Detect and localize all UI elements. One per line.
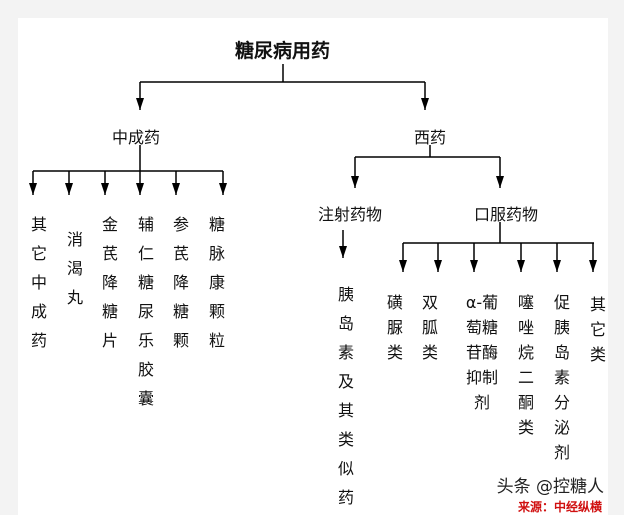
diagram-title: 糖尿病用药 [235, 40, 331, 62]
leaf-chinese: 其它中成药 [30, 215, 47, 350]
node-western-medicine: 西药 [414, 128, 447, 147]
source-label: 来源：中经纵横 [517, 500, 602, 514]
leaf-chinese: 辅仁糖尿乐胶囊 [137, 215, 154, 408]
leaf-oral-alpha-glucosidase: α-葡 萄糖 苷酶 抑制 剂 [462, 290, 502, 415]
leaf-chinese: 金芪降糖片 [101, 215, 118, 350]
leaf-line: 苷酶 [465, 343, 498, 362]
leaf-oral: 噻唑烷二酮类 [517, 293, 534, 437]
node-oral: 口服药物 [474, 205, 539, 224]
node-chinese-medicine: 中成药 [112, 128, 161, 147]
leaf-line: α-葡 [465, 293, 499, 312]
arrowheads [29, 98, 597, 272]
leaf-line: 剂 [473, 393, 490, 412]
leaf-injection: 胰岛素及其类似药 [337, 285, 354, 507]
node-injection: 注射药物 [318, 205, 383, 224]
watermark: 头条 @控糖人 [496, 477, 604, 497]
leaf-line: 萄糖 [465, 318, 498, 337]
leaf-oral: 促胰岛素分泌剂 [553, 293, 570, 462]
leaf-chinese: 糖脉康颗粒 [208, 215, 225, 350]
leaf-oral: 其它类 [589, 295, 606, 364]
leaf-oral: 磺脲类 [386, 293, 403, 362]
leaf-chinese: 参芪降糖颗 [172, 215, 189, 350]
leaf-oral: 双胍类 [421, 293, 438, 362]
paper [18, 18, 608, 515]
leaf-chinese: 消渴丸 [66, 230, 83, 307]
leaf-line: 抑制 [465, 368, 498, 387]
